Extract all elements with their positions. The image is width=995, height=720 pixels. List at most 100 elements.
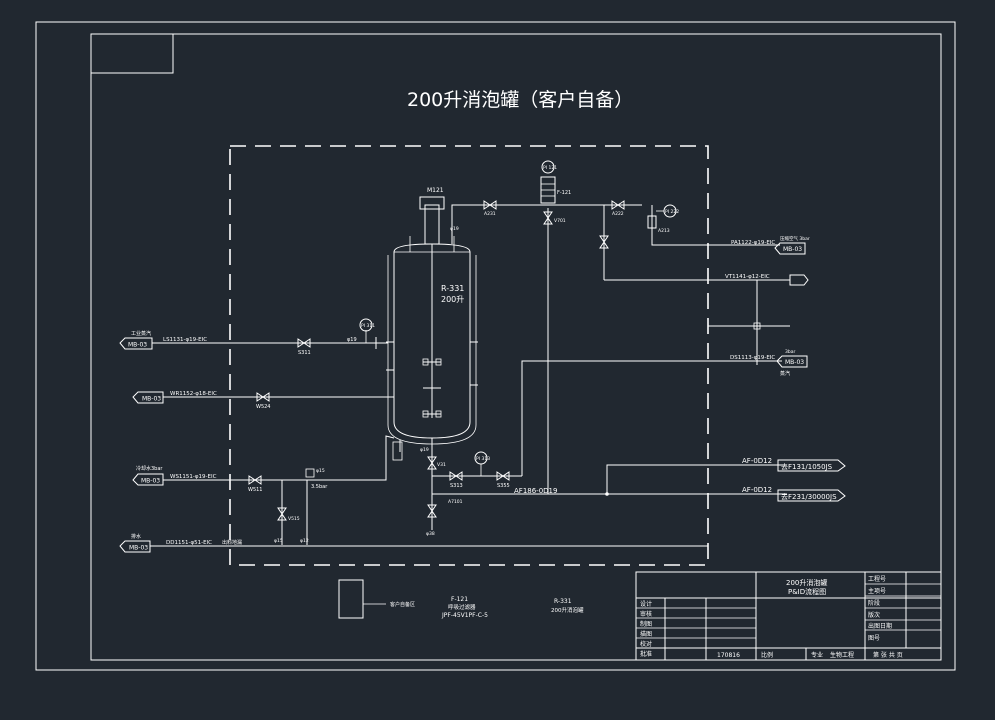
ds-tag: MB-03 [785,359,804,366]
valve-s355-icon [496,471,504,481]
tb-left-label: 设计 [640,600,652,608]
valve-a213-label: A213 [658,228,670,234]
motor-tag: M121 [427,187,444,194]
tb-left-label: 描图 [640,630,652,638]
water-tag: MB-03 [142,396,161,403]
tb-right-label: 版次 [868,611,880,619]
tb-right-label: 工程号 [868,575,886,583]
legend-f121-model: JPF-45V1PF-C-5 [441,612,488,619]
valve-v701-icon [543,211,553,219]
ds-note: 3bar [785,349,795,355]
cooling-tag: MB-03 [141,478,160,485]
air-line [651,205,780,246]
tb-right-label: 主项号 [868,587,886,595]
legend-r331-name: 200升消泡罐 [551,606,584,614]
air-line-label: PA1122-φ19-EIC [731,240,775,246]
tb-left-label: 审核 [640,610,652,618]
pressure-label: 3.5bar [311,484,328,490]
valve-a213-icon [647,215,657,229]
ds-tag-box [776,355,808,368]
gauge-pi121-label: PI 121 [543,165,557,171]
valve-w511-icon [248,475,256,485]
gauge-pi313-label: PI 313 [476,456,490,462]
tb-drawing-title: 200升消泡罐 [786,578,827,587]
air-tag: MB-03 [783,246,802,253]
af1-destination: 去F131/1050JS [781,462,833,471]
af1-destination-box [777,459,846,472]
drain-tag-box [119,540,151,553]
gauge-pi311-icon [359,318,373,332]
vessel-r331 [386,196,478,452]
valve-w524-label: W524 [256,404,271,410]
valve-v515-icon [277,507,287,515]
outer-frame [35,21,956,671]
valve-v515-label: V515 [288,516,300,522]
cooling-line-label: WS1151-φ19-EIC [170,474,217,480]
drain-note: 排水 [131,533,141,540]
filter-f121-label: F-121 [557,190,571,196]
tb-right-label: 出图日期 [868,622,892,630]
drawing-frame [90,33,942,661]
af2-label: AF-0D12 [742,486,772,494]
valve-a231-label: A231 [484,211,496,217]
tb-left-label: 批准 [640,650,652,658]
valve-s355-label: S355 [497,483,510,489]
drain-end-label: 出料地漏 [222,539,242,546]
legend-f121-tag: F-121 [451,596,468,603]
bottom-outlet [427,452,522,530]
ds-sub: 蒸汽 [780,370,790,377]
client-scope-boundary [229,145,709,566]
valve-w524-icon [256,392,264,402]
cooling-note: 冷却水3bar [136,465,163,472]
tb-right-label: 图号 [868,635,880,642]
drain-line-label: DD1151-φ51-EIC [166,540,212,546]
steam-line-size: φ19 [347,337,357,343]
tb-right-label: 阶段 [868,599,880,607]
valve-a222-label: A222 [612,211,624,217]
steam-inlet-line [152,330,388,349]
water-line-label: WR1152-φ18-EIC [170,391,217,397]
jacket-drain-box [392,441,403,461]
af-branch-1 [606,464,708,494]
gauge-pi311-label: PI 311 [361,323,375,329]
gauge-pi121-icon [541,160,555,174]
drawing-title: 200升消泡罐（客户自备） [407,89,633,111]
vent-line [451,204,642,494]
tb-number: 170816 [717,652,740,659]
valve-v701-label: V701 [554,218,566,224]
bypass-size-1: φ15 [274,538,283,544]
valve-s313-icon [449,471,457,481]
steam-tag: MB-03 [128,342,147,349]
tb-sheet: 第 张 共 页 [873,651,903,659]
ds-line-label: DS1113-φ19-EIC [730,355,775,361]
af-riser-line [521,360,708,476]
valve-a231-icon [483,200,491,210]
cooling-tag-box [132,473,164,486]
title-block [635,571,942,661]
valve-w511-label: W511 [248,487,263,493]
control-valve-tag: φ15 [316,468,325,474]
af2-destination: 去F231/30000JS [781,492,837,501]
vent-vt-label: VT1141-φ12-EIC [725,274,770,280]
valve-v31-label: V31 [437,462,446,468]
legend-r331-tag: R-331 [554,598,572,605]
water-tag-box [132,391,164,404]
legend-box-label: 客户自备区 [390,601,415,608]
steam-note: 工业蒸汽 [131,330,151,337]
gauge-pi222-label: PI 222 [665,209,679,215]
vent-vt-end [789,274,809,286]
vent-size: φ19 [450,226,459,232]
tb-drawing-sub: P&ID流程图 [788,587,826,596]
legend-f121-name: 呼吸过滤器 [448,603,476,611]
air-tag-box [774,242,806,255]
tb-scale: 比例 [761,651,773,659]
valve-a222-icon [611,200,619,210]
vessel-tag: R-331 [441,284,464,293]
bypass-size-2: φ12 [300,538,309,544]
valve-a7101-label: A7101 [448,499,463,505]
bottom-outlet-size: φ38 [426,531,435,537]
vessel-volume: 200升 [441,295,464,304]
steam-line-label: LS1131-φ19-EIC [163,337,207,343]
